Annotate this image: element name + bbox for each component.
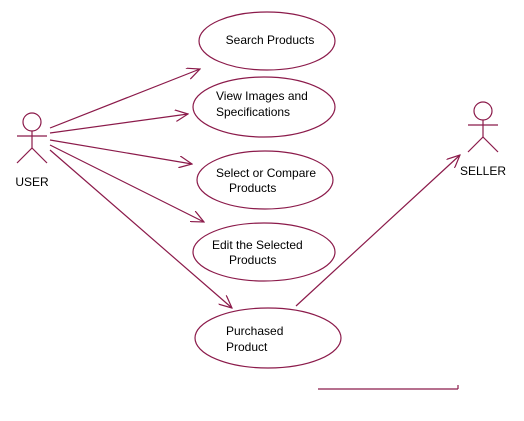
use-case-search-products: Search Products xyxy=(198,11,336,71)
actor-user-label: USER xyxy=(15,175,49,189)
use-case-label: Search Products xyxy=(226,33,315,47)
associations xyxy=(49,69,460,308)
use-case-label: Products xyxy=(229,253,276,267)
use-case-label: Edit the Selected xyxy=(212,238,303,252)
use-case-label: View Images and xyxy=(216,89,308,103)
use-case-label: Purchased xyxy=(226,324,283,338)
use-case-label: Specifications xyxy=(216,105,290,119)
stick-figure-icon xyxy=(467,101,499,153)
actor-seller-label: SELLER xyxy=(460,164,506,178)
use-case-purchased-product: Purchased Product xyxy=(194,307,342,369)
use-case-edit-selected: Edit the Selected Products xyxy=(192,222,336,282)
association-user-select xyxy=(49,139,192,164)
association-user-view xyxy=(49,114,188,134)
use-case-view-images: View Images and Specifications xyxy=(192,76,336,138)
use-case-select-compare: Select or Compare Products xyxy=(196,150,334,210)
stick-figure-icon xyxy=(16,112,48,164)
actor-seller: SELLER xyxy=(460,101,506,178)
actor-user: USER xyxy=(15,112,49,189)
use-case-label: Select or Compare xyxy=(216,166,316,180)
use-case-label: Product xyxy=(226,340,268,354)
use-case-label: Products xyxy=(229,181,276,195)
association-user-edit xyxy=(49,144,204,222)
association-user-purchased xyxy=(49,149,232,308)
association-user-search xyxy=(49,69,200,129)
association-purchased-seller xyxy=(295,155,460,307)
